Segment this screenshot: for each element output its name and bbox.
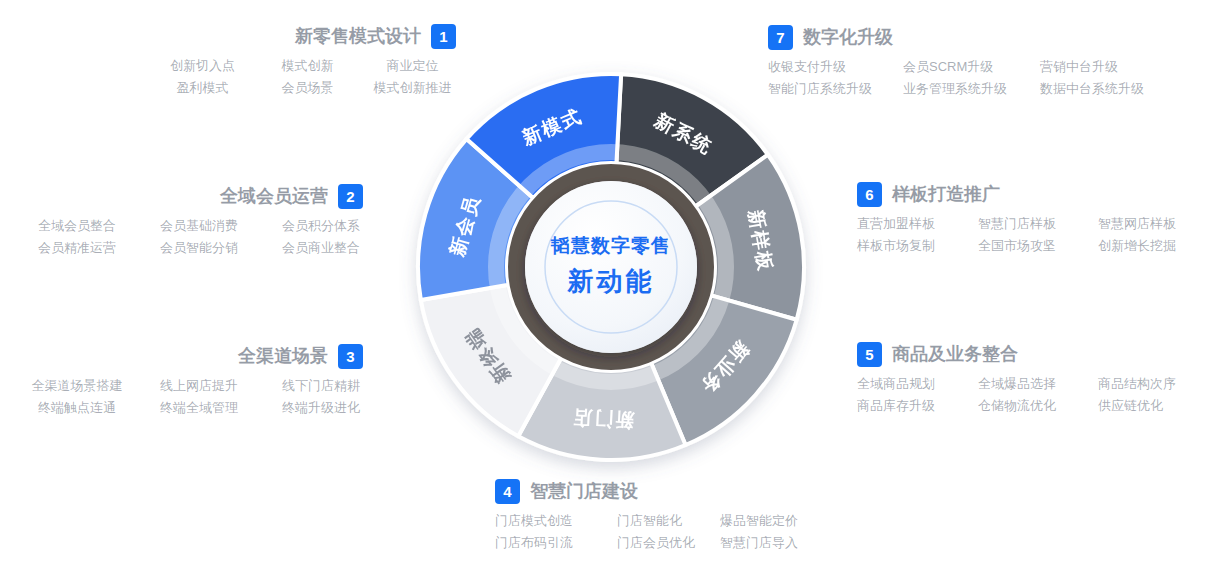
section-title: 商品及业务整合 — [892, 342, 1018, 366]
section-item: 盈利模式 — [150, 78, 255, 97]
section-item: 业务管理系统升级 — [903, 79, 1040, 98]
section-number-badge: 1 — [431, 24, 456, 49]
center-title: 韬慧数字零售 — [551, 233, 671, 259]
section-item: 商品库存升级 — [857, 396, 978, 415]
section-item: 会员场景 — [255, 78, 360, 97]
section-item: 模式创新 — [255, 56, 360, 75]
section-item: 全国市场攻坚 — [978, 236, 1098, 255]
section-item: 门店模式创造 — [495, 511, 617, 530]
section-item: 会员SCRM升级 — [903, 57, 1040, 76]
section-item: 门店会员优化 — [617, 533, 720, 552]
section-item: 商业定位 — [360, 56, 465, 75]
section-item: 创新切入点 — [150, 56, 255, 75]
section-number-badge: 3 — [338, 344, 363, 369]
section-item: 创新增长挖掘 — [1098, 236, 1189, 255]
section-number-badge: 7 — [768, 25, 793, 50]
section-item: 全域爆品选择 — [978, 374, 1098, 393]
section-item: 门店布码引流 — [495, 533, 617, 552]
section-item: 供应链优化 — [1098, 396, 1189, 415]
section-item: 数据中台系统升级 — [1040, 79, 1170, 98]
center-subtitle: 新动能 — [568, 264, 655, 299]
section-4: 4 智慧门店建设门店模式创造门店智能化爆品智能定价门店布码引流门店会员优化智慧门店… — [495, 478, 815, 552]
section-item: 全域会员整合 — [16, 216, 138, 235]
section-item: 样板市场复制 — [857, 236, 978, 255]
section-item: 会员精准运营 — [16, 238, 138, 257]
section-number-badge: 4 — [495, 479, 520, 504]
section-title: 样板打造推广 — [892, 182, 1000, 206]
section-5: 5 商品及业务整合全域商品规划全域爆品选择商品结构次序商品库存升级仓储物流优化供应… — [857, 341, 1189, 415]
section-item: 智慧门店样板 — [978, 214, 1098, 233]
section-item: 全域商品规划 — [857, 374, 978, 393]
section-number-badge: 2 — [338, 184, 363, 209]
section-3: 全渠道场景 3 全渠道场景搭建线上网店提升线下门店精耕终端触点连通终端全域管理终端升… — [16, 343, 382, 417]
section-title: 智慧门店建设 — [530, 479, 638, 503]
section-item: 会员积分体系 — [260, 216, 382, 235]
section-item: 终端触点连通 — [16, 398, 138, 417]
section-item: 终端全域管理 — [138, 398, 260, 417]
section-6: 6 样板打造推广直营加盟样板智慧门店样板智慧网店样板样板市场复制全国市场攻坚创新增… — [857, 181, 1189, 255]
section-number-badge: 5 — [857, 342, 882, 367]
section-item: 智慧门店导入 — [720, 533, 815, 552]
section-title: 新零售模式设计 — [295, 24, 421, 48]
section-item: 直营加盟样板 — [857, 214, 978, 233]
section-item: 智能门店系统升级 — [768, 79, 903, 98]
section-item: 线下门店精耕 — [260, 376, 382, 395]
section-item: 全渠道场景搭建 — [16, 376, 138, 395]
section-title: 全渠道场景 — [238, 344, 328, 368]
section-item: 线上网店提升 — [138, 376, 260, 395]
section-number-badge: 6 — [857, 182, 882, 207]
section-item: 收银支付升级 — [768, 57, 903, 76]
section-item: 营销中台升级 — [1040, 57, 1170, 76]
section-item: 会员商业整合 — [260, 238, 382, 257]
wheel-segment-label: 新门店 — [571, 407, 636, 431]
section-1: 新零售模式设计 1 创新切入点模式创新商业定位盈利模式会员场景模式创新推进 — [150, 23, 465, 97]
section-7: 7 数字化升级收银支付升级会员SCRM升级营销中台升级智能门店系统升级业务管理系统… — [768, 24, 1170, 98]
section-item: 智慧网店样板 — [1098, 214, 1189, 233]
section-2: 全域会员运营 2 全域会员整合会员基础消费会员积分体系会员精准运营会员智能分销会员商… — [16, 183, 382, 257]
section-item: 仓储物流优化 — [978, 396, 1098, 415]
section-item: 商品结构次序 — [1098, 374, 1189, 393]
section-title: 全域会员运营 — [220, 184, 328, 208]
section-item: 终端升级进化 — [260, 398, 382, 417]
section-item: 会员智能分销 — [138, 238, 260, 257]
section-item: 爆品智能定价 — [720, 511, 815, 530]
section-item: 会员基础消费 — [138, 216, 260, 235]
section-item: 门店智能化 — [617, 511, 720, 530]
section-title: 数字化升级 — [803, 25, 893, 49]
section-item: 模式创新推进 — [360, 78, 465, 97]
